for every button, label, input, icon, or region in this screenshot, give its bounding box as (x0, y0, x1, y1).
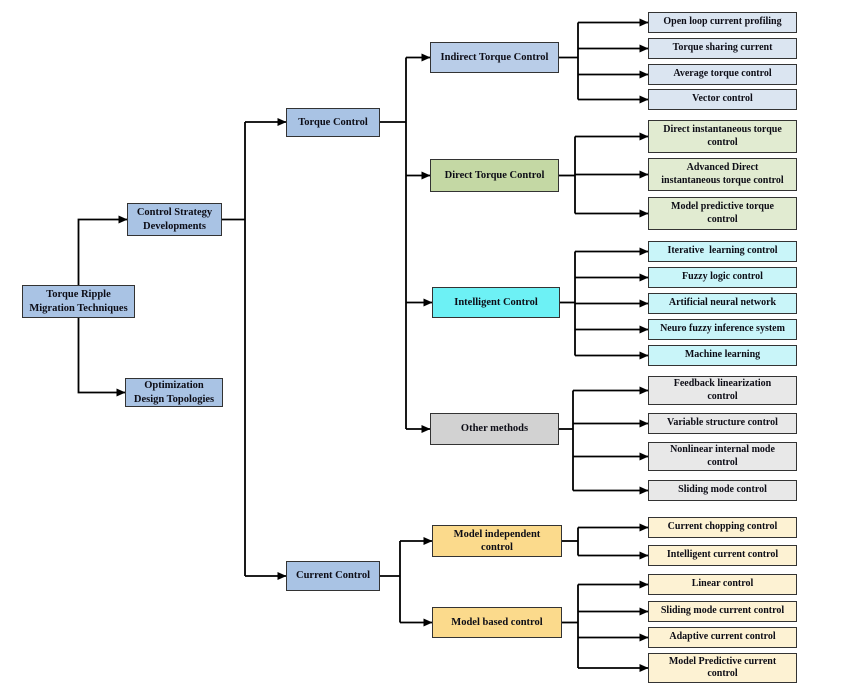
node-linear-control: Linear control (648, 574, 797, 595)
connector-root-to-optimization (77, 318, 126, 397)
node-variable-structure-control: Variable structure control (648, 413, 797, 434)
node-torque-sharing-current: Torque sharing current (648, 38, 797, 59)
node-current-control: Current Control (286, 561, 380, 591)
node-model-predictive-current-control: Model Predictive current control (648, 653, 797, 683)
node-other-methods: Other methods (430, 413, 559, 445)
node-intelligent-current-control: Intelligent current control (648, 545, 797, 566)
node-fuzzy-logic-control: Fuzzy logic control (648, 267, 797, 288)
node-feedback-linearization-control: Feedback linearization control (648, 376, 797, 405)
node-optimization-design-topologies: Optimization Design Topologies (125, 378, 223, 407)
node-advanced-direct-instantaneous: Advanced Direct instantaneous torque con… (648, 158, 797, 191)
node-indirect-torque-control: Indirect Torque Control (430, 42, 559, 73)
node-direct-torque-control: Direct Torque Control (430, 159, 559, 192)
node-open-loop-current-profiling: Open loop current profiling (648, 12, 797, 33)
node-model-based-control: Model based control (432, 607, 562, 638)
node-neuro-fuzzy-inference-system: Neuro fuzzy inference system (648, 319, 797, 340)
connector-root-to-control-strategy (77, 215, 128, 285)
node-intelligent-control: Intelligent Control (432, 287, 560, 318)
node-average-torque-control: Average torque control (648, 64, 797, 85)
node-current-chopping-control: Current chopping control (648, 517, 797, 538)
node-torque-control: Torque Control (286, 108, 380, 137)
node-vector-control: Vector control (648, 89, 797, 110)
node-direct-instantaneous-torque-control: Direct instantaneous torque control (648, 120, 797, 153)
node-torque-ripple-migration-techniques: Torque Ripple Migration Techniques (22, 285, 135, 318)
node-control-strategy-developments: Control Strategy Developments (127, 203, 222, 236)
node-sliding-mode-control: Sliding mode control (648, 480, 797, 501)
node-adaptive-current-control: Adaptive current control (648, 627, 797, 648)
node-model-predictive-torque-control: Model predictive torque control (648, 197, 797, 230)
node-model-independent-control: Model independent control (432, 525, 562, 557)
node-sliding-mode-current-control: Sliding mode current control (648, 601, 797, 622)
node-nonlinear-internal-mode-control: Nonlinear internal mode control (648, 442, 797, 471)
node-iterative-learning-control: Iterative learning control (648, 241, 797, 262)
node-artificial-neural-network: Artificial neural network (648, 293, 797, 314)
node-machine-learning: Machine learning (648, 345, 797, 366)
